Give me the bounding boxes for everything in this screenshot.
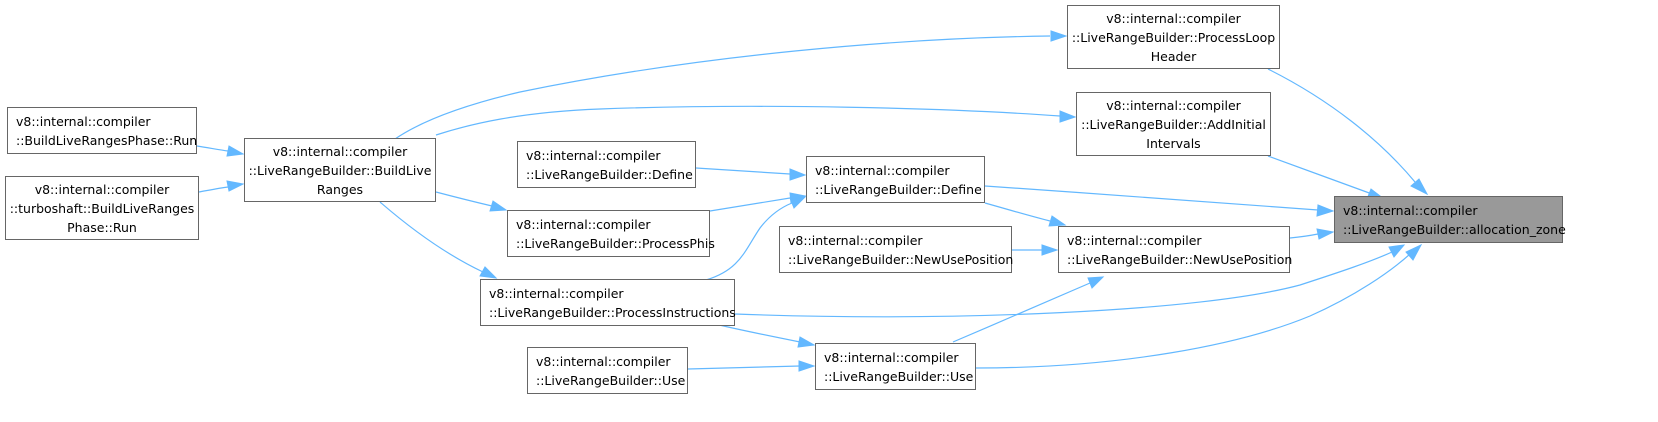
node-line: ::LiveRangeBuilder::Use bbox=[824, 368, 974, 384]
node-process-loop-header[interactable]: v8::internal::compiler ::LiveRangeBuilde… bbox=[1067, 5, 1280, 69]
arrowhead bbox=[1316, 204, 1335, 217]
edge-build-live-ranges-to-add-initial-intervals bbox=[435, 105, 1061, 136]
edge-build-live-ranges-phase-run-to-build-live-ranges bbox=[196, 145, 229, 152]
node-line: ::LiveRangeBuilder::Define bbox=[526, 166, 693, 182]
node-add-initial-intervals[interactable]: v8::internal::compiler ::LiveRangeBuilde… bbox=[1076, 92, 1271, 156]
node-build-live-ranges-phase-run[interactable]: v8::internal::compiler ::BuildLiveRanges… bbox=[7, 107, 197, 154]
node-allocation-zone[interactable]: v8::internal::compiler ::LiveRangeBuilde… bbox=[1334, 196, 1566, 243]
arrowhead bbox=[1050, 30, 1068, 42]
node-turboshaft-build-live-ranges-phase-run[interactable]: v8::internal::compiler ::turboshaft::Bui… bbox=[5, 176, 199, 240]
arrowhead bbox=[1316, 228, 1335, 240]
edge-turboshaft-run-to-build-live-ranges bbox=[198, 186, 229, 193]
node-define-mid[interactable]: v8::internal::compiler ::LiveRangeBuilde… bbox=[806, 156, 985, 203]
node-line: v8::internal::compiler bbox=[516, 216, 651, 232]
edge-process-instructions-to-define-mid bbox=[705, 202, 793, 281]
node-line: ::LiveRangeBuilder::ProcessPhis bbox=[516, 235, 715, 251]
node-line: ::LiveRangeBuilder::Define bbox=[815, 181, 982, 197]
node-line: ::LiveRangeBuilder::allocation_zone bbox=[1343, 221, 1566, 237]
node-line: v8::internal::compiler bbox=[489, 285, 624, 301]
arrowhead bbox=[798, 360, 816, 372]
node-line: v8::internal::compiler bbox=[788, 232, 923, 248]
node-use-mid[interactable]: v8::internal::compiler ::LiveRangeBuilde… bbox=[815, 343, 976, 390]
node-line: Ranges bbox=[316, 181, 364, 197]
node-new-use-position-mid[interactable]: v8::internal::compiler ::LiveRangeBuilde… bbox=[1058, 226, 1293, 273]
node-line: v8::internal::compiler bbox=[1106, 10, 1241, 26]
node-line: ::BuildLiveRangesPhase::Run bbox=[16, 132, 198, 148]
node-line: ::LiveRangeBuilder::ProcessInstructions bbox=[489, 304, 736, 320]
node-line: Header bbox=[1150, 48, 1197, 64]
arrowhead bbox=[226, 180, 245, 192]
edge-use-mid-to-new-use-position-mid bbox=[952, 282, 1091, 343]
node-define-left[interactable]: v8::internal::compiler ::LiveRangeBuilde… bbox=[517, 141, 696, 188]
node-process-instructions[interactable]: v8::internal::compiler ::LiveRangeBuilde… bbox=[480, 279, 736, 326]
edge-process-instructions-to-allocation-zone bbox=[734, 251, 1393, 318]
node-line: v8::internal::compiler bbox=[1067, 232, 1202, 248]
arrowhead bbox=[1388, 244, 1406, 258]
arrowhead bbox=[789, 168, 807, 181]
node-line: v8::internal::compiler bbox=[16, 113, 151, 129]
edge-process-loop-header-to-allocation-zone bbox=[1267, 68, 1416, 183]
node-use-left[interactable]: v8::internal::compiler ::LiveRangeBuilde… bbox=[527, 347, 688, 394]
edge-new-use-position-mid-to-allocation-zone bbox=[1289, 233, 1319, 239]
node-line: v8::internal::compiler bbox=[34, 181, 170, 197]
node-process-phis[interactable]: v8::internal::compiler ::LiveRangeBuilde… bbox=[507, 210, 715, 257]
arrowhead bbox=[1410, 178, 1429, 196]
node-line: v8::internal::compiler bbox=[1106, 97, 1241, 113]
edge-add-initial-intervals-to-allocation-zone bbox=[1267, 155, 1373, 195]
node-line: v8::internal::compiler bbox=[1343, 202, 1478, 218]
node-line: ::LiveRangeBuilder::NewUsePosition bbox=[788, 251, 1014, 267]
arrowhead bbox=[226, 145, 245, 157]
edge-process-phis-to-define-mid bbox=[709, 197, 791, 212]
edge-build-live-ranges-to-process-phis bbox=[435, 191, 493, 207]
edge-use-left-to-use-mid bbox=[687, 365, 801, 370]
node-line: ::LiveRangeBuilder::NewUsePosition bbox=[1067, 251, 1293, 267]
node-line: ::LiveRangeBuilder::AddInitial bbox=[1081, 116, 1266, 132]
node-line: ::LiveRangeBuilder::Use bbox=[536, 372, 686, 388]
node-line: v8::internal::compiler bbox=[824, 349, 959, 365]
edge-build-live-ranges-to-process-loop-header bbox=[394, 35, 1051, 140]
edge-define-mid-to-allocation-zone bbox=[984, 185, 1319, 211]
edge-define-left-to-define-mid bbox=[695, 167, 791, 175]
node-line: ::turboshaft::BuildLiveRanges bbox=[9, 200, 195, 216]
node-line: v8::internal::compiler bbox=[815, 162, 950, 178]
node-build-live-ranges[interactable]: v8::internal::compiler ::LiveRangeBuilde… bbox=[244, 138, 436, 202]
node-line: v8::internal::compiler bbox=[526, 147, 661, 163]
arrowhead bbox=[489, 200, 508, 212]
edge-use-mid-to-allocation-zone bbox=[975, 253, 1411, 369]
node-line: ::LiveRangeBuilder::BuildLive bbox=[248, 162, 432, 178]
arrowhead bbox=[789, 196, 807, 209]
node-line: Phase::Run bbox=[67, 219, 137, 235]
node-line: v8::internal::compiler bbox=[272, 143, 408, 159]
arrowhead bbox=[1405, 243, 1423, 261]
node-line: ::LiveRangeBuilder::ProcessLoop bbox=[1071, 29, 1276, 45]
arrowhead bbox=[479, 266, 498, 279]
node-line: v8::internal::compiler bbox=[536, 353, 671, 369]
arrowhead bbox=[797, 336, 816, 348]
arrowhead bbox=[1087, 276, 1105, 289]
node-line: Intervals bbox=[1146, 135, 1201, 151]
arrowhead bbox=[1059, 110, 1077, 123]
edge-process-instructions-to-use-mid bbox=[714, 323, 801, 343]
edge-build-live-ranges-to-process-instructions bbox=[379, 201, 484, 273]
node-new-use-position-left[interactable]: v8::internal::compiler ::LiveRangeBuilde… bbox=[779, 226, 1014, 273]
edge-define-mid-to-new-use-position-mid bbox=[984, 202, 1051, 222]
arrowhead bbox=[1041, 244, 1059, 256]
arrowhead bbox=[1048, 215, 1067, 227]
